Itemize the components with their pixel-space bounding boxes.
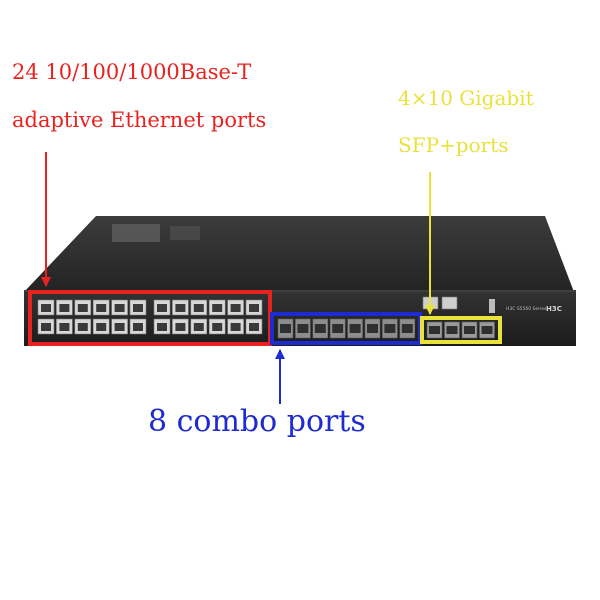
ethernet-port-socket (133, 304, 143, 312)
ethernet-port-socket (175, 323, 186, 331)
ethernet-port-socket (96, 323, 107, 331)
combo-ports-label: 8 combo ports (148, 404, 366, 439)
sfp-port-group (426, 321, 495, 339)
combo-port-slot (280, 324, 291, 333)
sfp-ports-label-line1: 4×10 Gigabit (398, 86, 534, 110)
ethernet-port-socket (230, 323, 241, 331)
brand-logo: H3C (546, 305, 562, 313)
combo-port-slot (332, 324, 344, 333)
combo-port-slot (297, 324, 309, 333)
ethernet-port-socket (212, 304, 223, 312)
combo-port-slot (367, 324, 378, 333)
ethernet-port-socket (114, 323, 125, 331)
ethernet-ports-label-line2: adaptive Ethernet ports (12, 108, 267, 132)
ethernet-port-socket (249, 304, 259, 312)
ethernet-port-socket (230, 304, 241, 312)
chassis-sticker (112, 224, 160, 242)
chassis-sticker (170, 226, 200, 240)
combo-port-slot (349, 324, 361, 333)
sfp-ports-highlight (420, 316, 502, 344)
ethernet-port-socket (157, 304, 167, 312)
ethernet-port-socket (59, 304, 70, 312)
ethernet-port-socket (41, 323, 51, 331)
management-port (441, 296, 458, 310)
ethernet-ports-label-line1: 24 10/100/1000Base-T (12, 60, 252, 84)
ethernet-port-socket (59, 323, 70, 331)
sfp-plus-port-slot (446, 326, 458, 334)
model-text: H3C S5560 Series (506, 306, 547, 312)
ethernet-port-socket (175, 304, 186, 312)
ethernet-port-socket (193, 323, 204, 331)
ethernet-port-socket (249, 323, 259, 331)
sfp-plus-port-slot (481, 326, 493, 334)
sfp-plus-port-slot (464, 326, 475, 334)
ethernet-port-socket (157, 323, 167, 331)
ethernet-port-socket (133, 323, 143, 331)
ethernet-port-socket (77, 323, 88, 331)
combo-port-slot (314, 324, 326, 333)
ethernet-port-socket (96, 304, 107, 312)
switch-chassis-top (24, 216, 574, 292)
sfp-plus-port-slot (429, 326, 440, 334)
ethernet-port-socket (114, 304, 125, 312)
ethernet-port-socket (212, 323, 223, 331)
ethernet-port-socket (77, 304, 88, 312)
combo-port-group (277, 318, 416, 339)
ethernet-port-socket (193, 304, 204, 312)
combo-port-slot (401, 324, 413, 333)
ethernet-port-group (37, 299, 263, 335)
sfp-ports-label-line2: SFP+ports (398, 133, 509, 157)
ethernet-port-socket (41, 304, 51, 312)
usb-port (489, 299, 495, 313)
combo-port-slot (384, 324, 396, 333)
